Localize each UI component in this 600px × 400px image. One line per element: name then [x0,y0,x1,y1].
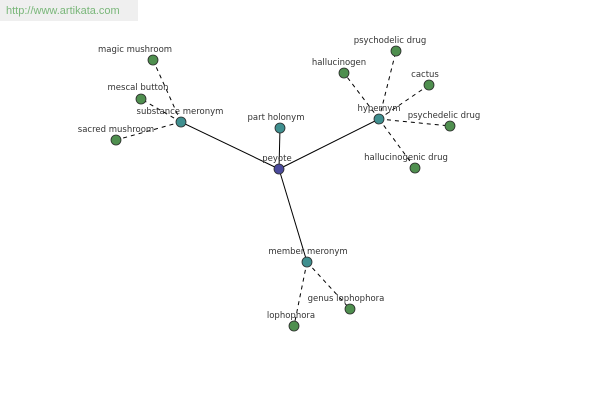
node-cactus[interactable] [423,79,435,91]
node-member-meronym[interactable] [301,256,313,268]
watermark-box: http://www.artikata.com [0,0,138,21]
watermark-link[interactable]: http://www.artikata.com [6,5,120,17]
label-magic-mushroom: magic mushroom [98,45,172,55]
label-substance-meronym: substance meronym [137,107,224,117]
node-peyote[interactable] [273,163,285,175]
label-psychodelic-drug: psychodelic drug [354,36,427,46]
edge-hypernym-psychedelic-drug [378,118,451,127]
edge-hypernym-cactus [378,84,430,120]
edge-member-meronym-lophophora [293,261,308,327]
label-hypernym: hypernym [357,104,400,114]
edge-substance-meronym-sacred-mushroom [115,121,182,141]
edge-hypernym-psychodelic-drug [378,50,397,120]
node-sacred-mushroom[interactable] [110,134,122,146]
label-cactus: cactus [411,70,439,80]
node-lophophora[interactable] [288,320,300,332]
node-hallucinogenic-drug[interactable] [409,162,421,174]
edge-peyote-member-meronym [278,168,308,263]
node-magic-mushroom[interactable] [147,54,159,66]
edge-peyote-substance-meronym [180,121,280,170]
node-hallucinogen[interactable] [338,67,350,79]
node-psychedelic-drug[interactable] [444,120,456,132]
label-part-holonym: part holonym [248,113,305,123]
label-member-meronym: member meronym [268,247,347,257]
label-genus-lophophora: genus lophophora [308,294,385,304]
label-lophophora: lophophora [267,311,315,321]
node-layer [110,45,456,332]
node-mescal-button[interactable] [135,93,147,105]
edge-hypernym-hallucinogen [343,72,380,120]
label-layer: peyote substance meronym part holonym hyper… [78,36,480,321]
edge-hypernym-hallucinogenic-drug [378,118,416,169]
edge-peyote-hypernym [278,118,380,170]
edge-peyote-part-holonym [278,127,281,170]
edge-member-meronym-genus-lophophora [306,261,351,310]
node-substance-meronym[interactable] [175,116,187,128]
edge-substance-meronym-magic-mushroom [152,59,182,123]
label-hallucinogenic-drug: hallucinogenic drug [364,153,448,163]
node-part-holonym[interactable] [274,122,286,134]
label-hallucinogen: hallucinogen [312,58,366,68]
node-psychodelic-drug[interactable] [390,45,402,57]
label-mescal-button: mescal button [108,83,169,93]
node-hypernym[interactable] [373,113,385,125]
label-psychedelic-drug: psychedelic drug [408,111,481,121]
label-sacred-mushroom: sacred mushroom [78,125,154,135]
node-genus-lophophora[interactable] [344,303,356,315]
label-peyote: peyote [262,154,291,164]
edge-layer [115,50,451,327]
